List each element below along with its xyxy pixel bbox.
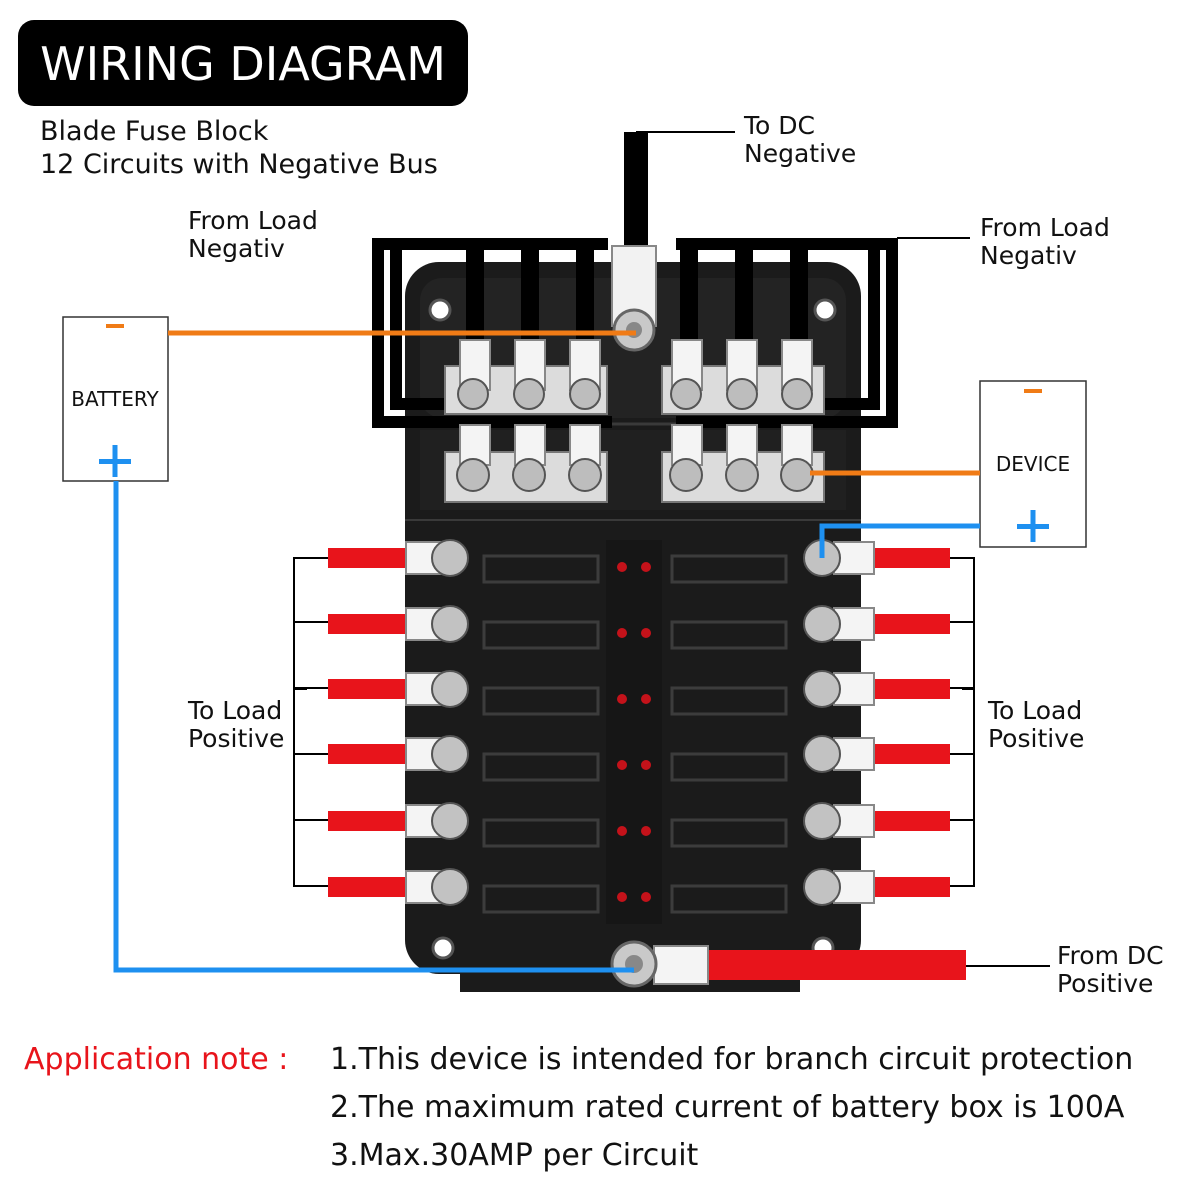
from-load-negativ-right-2: Negativ <box>980 241 1077 270</box>
device: DEVICE <box>979 380 1087 548</box>
negative-stud <box>611 245 657 352</box>
battery-label: BATTERY <box>71 387 159 411</box>
positive-load-wires <box>293 539 975 906</box>
battery: BATTERY <box>62 316 169 482</box>
device-label: DEVICE <box>996 452 1070 476</box>
to-load-positive-right-1: To Load <box>987 696 1082 725</box>
application-note-row: Application note : 1.This device is inte… <box>24 1036 1194 1180</box>
status-leds <box>617 562 651 902</box>
battery-plus-icon <box>99 445 131 477</box>
from-load-negativ-left-1: From Load <box>188 206 318 235</box>
mount-hole-bl <box>431 936 455 960</box>
from-load-negativ-left-2: Negativ <box>188 234 285 263</box>
title-banner <box>18 20 468 106</box>
orange-negative-wires <box>168 330 980 476</box>
from-load-negativ-right-1: From Load <box>980 213 1110 242</box>
label-leaders <box>293 131 1050 967</box>
to-load-positive-left-1: To Load <box>187 696 282 725</box>
to-load-positive-right-2: Positive <box>988 724 1084 753</box>
battery-minus-icon <box>106 324 124 328</box>
from-dc-positive-1: From DC <box>1057 941 1164 970</box>
mount-hole-tl <box>428 298 452 322</box>
fuse-slots <box>482 554 788 914</box>
application-note-list: 1.This device is intended for branch cir… <box>330 1036 1133 1180</box>
application-note-heading: Application note : <box>24 1042 289 1077</box>
application-note-item-3: 3.Max.30AMP per Circuit <box>330 1138 699 1173</box>
subtitle-line2: 12 Circuits with Negative Bus <box>40 149 438 180</box>
title-text: WIRING DIAGRAM <box>40 37 446 91</box>
blue-positive-wires <box>113 481 980 973</box>
subtitle-line1: Blade Fuse Block <box>40 116 269 147</box>
application-notes: Application note : 1.This device is inte… <box>24 1036 1194 1180</box>
application-note-item-1: 1.This device is intended for branch cir… <box>330 1042 1134 1077</box>
to-dc-negative-label-1: To DC <box>743 111 815 140</box>
bus-screws <box>456 378 814 492</box>
from-dc-positive-2: Positive <box>1057 969 1153 998</box>
to-load-positive-left-2: Positive <box>188 724 284 753</box>
mount-hole-tr <box>813 298 837 322</box>
device-plus-icon <box>1017 510 1049 542</box>
device-minus-icon <box>1024 389 1042 393</box>
to-dc-negative-label-2: Negative <box>744 139 856 168</box>
application-note-item-2: 2.The maximum rated current of battery b… <box>330 1090 1125 1125</box>
